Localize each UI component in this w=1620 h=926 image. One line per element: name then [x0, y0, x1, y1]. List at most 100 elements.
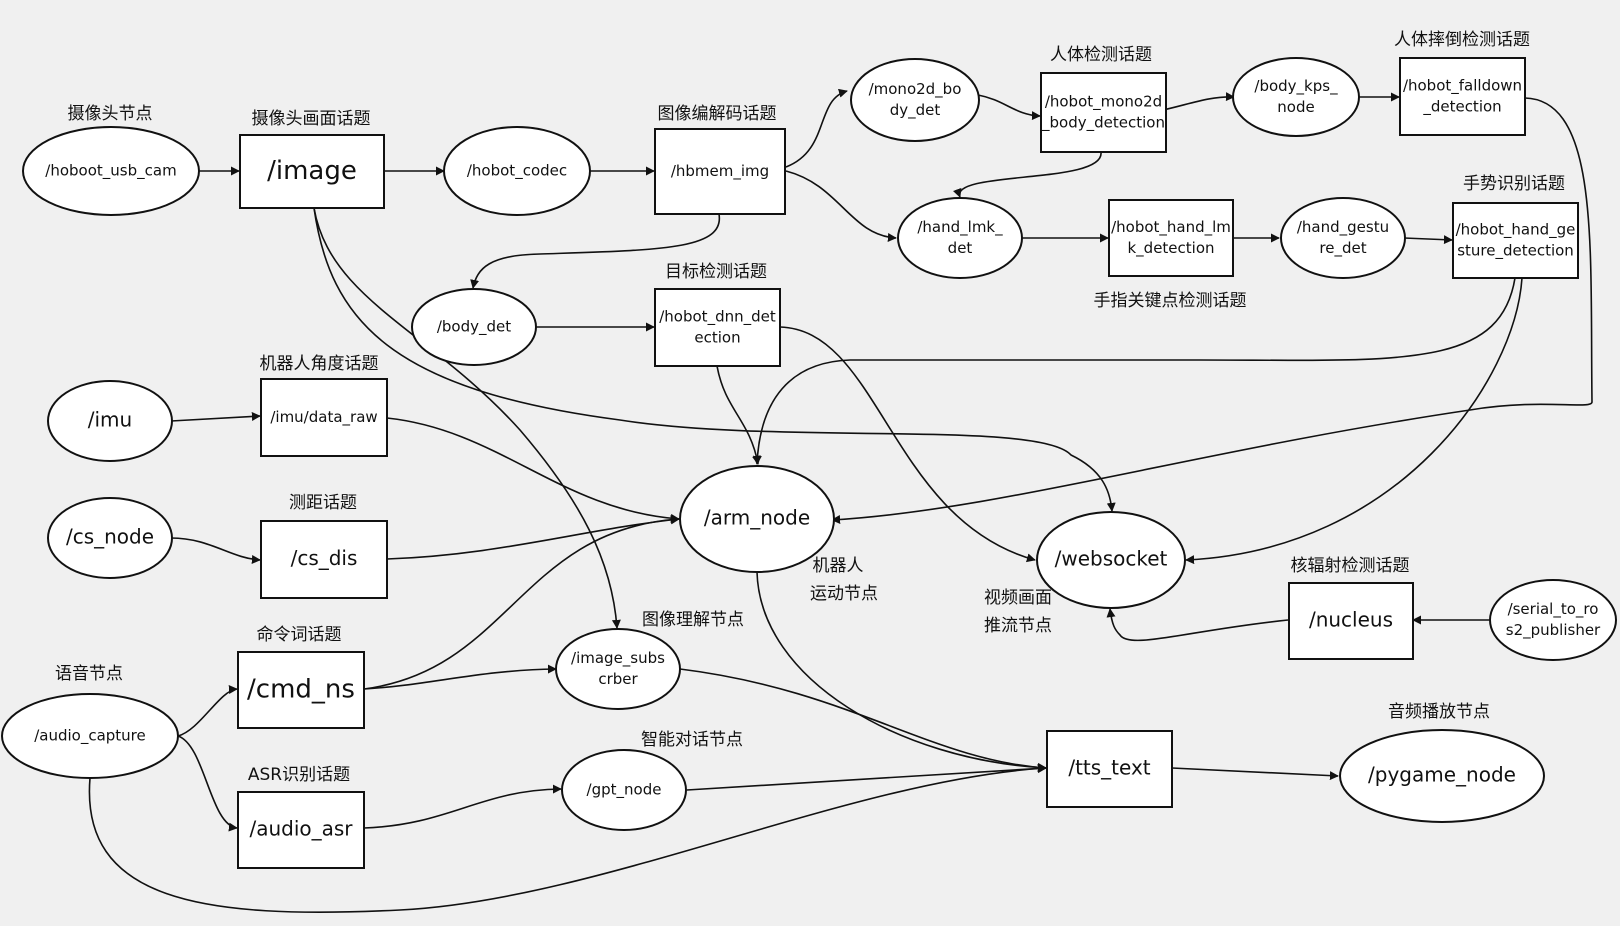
node-body-det: /body_det: [411, 288, 537, 366]
node-usb-cam-shape: [22, 126, 200, 216]
node-imu-raw-shape: [260, 378, 388, 457]
node-hand-lmk-topic-label: /hobot_hand_lm: [1111, 218, 1231, 237]
edge-audiocapture-cmdns: [177, 685, 238, 737]
edge-armnode-tts: [756, 571, 1047, 773]
edge-csdis-armnode: [386, 515, 680, 560]
node-usb-cam: /hoboot_usb_cam: [22, 126, 200, 216]
node-hand-lmk-topic: /hobot_hand_lm k_detection: [1108, 199, 1234, 277]
edge-dnn-websocket: [779, 326, 1036, 563]
node-dnn-det-label: ection: [694, 329, 740, 347]
edge-csnode-csdis: [170, 537, 261, 564]
edge-dnn-armnode: [716, 365, 761, 465]
node-dnn-det-shape: [654, 288, 781, 367]
node-tts-text: /tts_text: [1046, 730, 1173, 808]
edge-audiocapture-tts: [88, 764, 1047, 914]
node-audio-capture-label: /audio_capture: [34, 727, 146, 746]
caption-robot-motion-2: 运动节点: [810, 584, 878, 604]
node-body-kps-shape: [1232, 57, 1360, 137]
caption-asr-topic: ASR识别话题: [248, 765, 350, 785]
node-dnn-det: /hobot_dnn_detection: [654, 288, 781, 367]
edge-audioasr-gpt: [363, 784, 562, 829]
node-image-sub-shape: [555, 628, 681, 710]
node-codec-shape: [443, 126, 591, 216]
node-dnn-det-label: /hobot_dnn_det: [659, 308, 776, 327]
caption-camera-topic: 摄像头画面话题: [252, 109, 371, 129]
node-gpt-node-label: /gpt_node: [587, 781, 662, 800]
caption-body-topic: 人体检测话题: [1050, 45, 1152, 65]
edge-image-websocket: [313, 207, 1116, 512]
node-mono2d-topic: /hobot_mono2d _body_detection: [1040, 72, 1167, 153]
node-gesture-topic-label: /hobot_hand_ge: [1456, 221, 1576, 240]
caption-command-topic: 命令词话题: [257, 625, 342, 645]
node-websocket-shape: [1036, 511, 1186, 609]
edge-mono2d-mono2dtopic: [977, 94, 1041, 121]
node-codec-label: /hobot_codec: [467, 162, 567, 181]
node-arm-node-label: /arm_node: [704, 506, 810, 530]
node-cs-node-shape: [47, 497, 173, 579]
caption-range-topic: 测距话题: [289, 493, 357, 513]
node-image-sub-label: /image_subs: [571, 649, 665, 668]
edge-gesturetopic-armnode: [752, 277, 1516, 465]
caption-chat-node: 智能对话节点: [641, 730, 743, 750]
nodes: /hoboot_usb_cam/image/hobot_codec/hbmem_…: [1, 57, 1617, 869]
caption-robot-motion-1: 机器人: [813, 556, 864, 576]
node-hbmem: /hbmem_img: [654, 128, 786, 215]
caption-voice-node: 语音节点: [55, 664, 123, 684]
node-audio-asr-label: /audio_asr: [249, 817, 353, 841]
node-pygame: /pygame_node: [1339, 729, 1545, 823]
node-codec: /hobot_codec: [443, 126, 591, 216]
node-hand-gesture-label: /hand_gestu: [1297, 218, 1389, 237]
edge-cmdns-armnode: [363, 515, 680, 690]
edges: [88, 88, 1593, 914]
node-mono2d-label: /mono2d_bo: [869, 80, 962, 99]
node-falldown-label: _detection: [1422, 98, 1501, 117]
caption-codec-topic: 图像编解码话题: [658, 104, 777, 124]
node-hand-lmk: /hand_lmk_det: [897, 197, 1023, 279]
caption-target-topic: 目标检测话题: [665, 262, 767, 282]
node-serial: /serial_to_ro s2_publisher: [1489, 579, 1617, 661]
edge-gesturetopic-websocket: [1185, 277, 1523, 565]
node-hand-lmk-shape: [897, 197, 1023, 279]
node-arm-node-shape: [679, 465, 835, 573]
node-hbmem-label: /hbmem_img: [671, 162, 769, 181]
node-serial-label: s2_publisher: [1506, 621, 1601, 640]
node-cs-node-label: /cs_node: [66, 525, 154, 549]
node-mono2d-topic-label: _body_detection: [1041, 114, 1165, 133]
node-serial-label: /serial_to_ro: [1508, 600, 1599, 619]
node-websocket-label: /websocket: [1055, 547, 1168, 571]
node-websocket: /websocket: [1036, 511, 1186, 609]
edge-tts-pygame: [1171, 767, 1339, 781]
node-hbmem-shape: [654, 128, 786, 215]
node-tts-text-label: /tts_text: [1068, 756, 1150, 780]
node-image: /image: [239, 134, 385, 209]
node-body-det-label: /body_det: [437, 318, 511, 337]
node-gpt-node-shape: [561, 749, 687, 831]
node-cs-dis-label: /cs_dis: [291, 546, 358, 570]
edge-mono2dtopic-handlmk: [952, 151, 1102, 198]
edge-nucleus-websocket: [1106, 608, 1289, 642]
node-hand-gesture-shape: [1280, 197, 1406, 279]
node-gesture-topic: /hobot_hand_ge sture_detection: [1452, 202, 1579, 279]
node-imu: /imu: [47, 380, 173, 462]
edge-audiocapture-audioasr: [177, 735, 238, 832]
edge-imagesub-tts: [679, 668, 1047, 772]
node-hand-lmk-topic-label: k_detection: [1127, 239, 1214, 258]
node-cmd-ns-label: /cmd_ns: [247, 675, 355, 705]
caption-video-stream-2: 推流节点: [984, 616, 1052, 636]
node-mono2d-label: dy_det: [890, 101, 941, 120]
node-hand-lmk-topic-shape: [1108, 199, 1234, 277]
edge-gpt-tts: [686, 764, 1047, 791]
edge-cmdns-imagesub: [363, 664, 557, 690]
caption-camera-node: 摄像头节点: [68, 104, 153, 124]
node-nucleus-label: /nucleus: [1309, 608, 1393, 632]
node-audio-asr: /audio_asr: [237, 791, 365, 869]
node-usb-cam-label: /hoboot_usb_cam: [45, 162, 176, 181]
node-gesture-topic-label: sture_detection: [1457, 242, 1574, 261]
node-mono2d-topic-label: /hobot_mono2d: [1045, 93, 1162, 112]
node-imu-shape: [47, 380, 173, 462]
node-gpt-node: /gpt_node: [561, 749, 687, 831]
edge-image-imagesub: [313, 207, 621, 629]
